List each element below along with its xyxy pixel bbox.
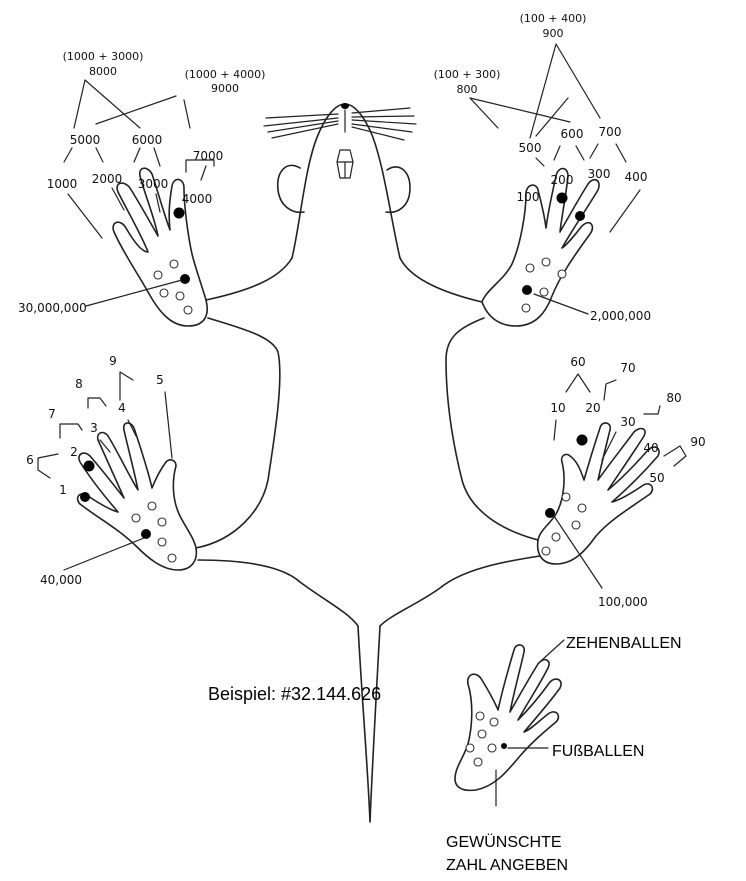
foot-pad-2000000 [522, 285, 532, 295]
ll-label-4: 4 [118, 401, 126, 415]
ll-label-3: 3 [90, 421, 98, 435]
lower-body-right [380, 556, 540, 626]
lr-label-50: 50 [649, 471, 664, 485]
legend-toe-label: ZEHENBALLEN [566, 635, 682, 652]
toe-pad-300 [575, 211, 585, 221]
tail [358, 626, 380, 822]
toe-pad-200 [557, 193, 568, 204]
ul-label-5000: 5000 [70, 133, 101, 147]
ur-label-900: 900 [543, 27, 564, 40]
incisors [337, 150, 353, 178]
mouse-head [292, 104, 400, 258]
ur-label-300: 300 [588, 167, 611, 181]
torso-right [400, 258, 538, 540]
ul-label-7000: 7000 [193, 149, 224, 163]
ur-label-700: 700 [599, 125, 622, 139]
lower-left-paw-outline [78, 423, 197, 570]
toe-pad-2 [84, 461, 95, 472]
foot-pad-100000 [545, 508, 555, 518]
legend-paw: ZEHENBALLEN FUßBALLEN GEWÜNSCHTE ZAHL AN… [446, 635, 682, 874]
ul-label-3000: 3000 [138, 177, 169, 191]
ul-sum-9000: (1000 + 4000) [185, 68, 266, 81]
legend-paw-outline [455, 645, 561, 790]
lr-label-60: 60 [570, 355, 585, 369]
ll-label-7: 7 [48, 407, 56, 421]
lower-right-paw: 60 70 10 20 30 80 40 90 50 100,000 [538, 355, 706, 609]
ll-label-9: 9 [109, 354, 117, 368]
torso-left [196, 258, 292, 548]
legend-foot-label: FUßBALLEN [552, 743, 644, 760]
ul-pad-label: 30,000,000 [18, 301, 87, 315]
foot-pad-30000000 [180, 274, 190, 284]
upper-right-paw: (100 + 400) 900 (100 + 300) 800 500 600 … [434, 12, 651, 326]
ul-label-6000: 6000 [132, 133, 163, 147]
lower-right-paw-outline [538, 423, 659, 564]
lr-label-30: 30 [620, 415, 635, 429]
ll-label-6: 6 [26, 453, 34, 467]
toe-pad-4000 [174, 208, 185, 219]
ur-label-600: 600 [561, 127, 584, 141]
toe-pad-1 [80, 492, 90, 502]
whiskers-right [352, 108, 416, 140]
lr-label-80: 80 [666, 391, 681, 405]
ur-label-200: 200 [551, 173, 574, 187]
lr-label-90: 90 [690, 435, 705, 449]
ul-label-1000: 1000 [47, 177, 78, 191]
lr-pad-label: 100,000 [598, 595, 648, 609]
ll-label-1: 1 [59, 483, 67, 497]
ur-pad-label: 2,000,000 [590, 309, 651, 323]
mouse-body [196, 103, 540, 822]
upper-right-paw-outline [482, 169, 599, 327]
lower-left-paw: 9 5 8 4 7 3 6 2 1 40,000 [26, 354, 196, 587]
toe-pad-20 [577, 435, 588, 446]
ur-sum-800: (100 + 300) [434, 68, 501, 81]
ul-label-2000: 2000 [92, 172, 123, 186]
lr-label-20: 20 [585, 401, 600, 415]
left-ear [278, 165, 304, 212]
lr-label-10: 10 [550, 401, 565, 415]
nose [341, 103, 349, 109]
ur-label-400: 400 [625, 170, 648, 184]
ur-sum-900: (100 + 400) [520, 12, 587, 25]
ll-leader-lines [38, 372, 172, 570]
ul-label-4000: 4000 [182, 192, 213, 206]
ul-label-8000: 8000 [89, 65, 117, 78]
legend-note-line1: GEWÜNSCHTE [446, 833, 562, 851]
lr-label-40: 40 [643, 441, 658, 455]
legend-note-line2: ZAHL ANGEBEN [446, 857, 568, 874]
lr-leader-lines [554, 374, 686, 588]
ll-label-8: 8 [75, 377, 83, 391]
ll-label-5: 5 [156, 373, 164, 387]
ll-label-2: 2 [70, 445, 78, 459]
upper-left-paw: (1000 + 3000) 8000 (1000 + 4000) 9000 50… [18, 50, 265, 326]
foot-pad-40000 [141, 529, 151, 539]
example-label: Beispiel: #32.144.626 [208, 684, 381, 704]
ur-label-800: 800 [457, 83, 478, 96]
lower-body-left [198, 560, 358, 626]
ll-pad-label: 40,000 [40, 573, 82, 587]
ur-label-100: 100 [517, 190, 540, 204]
lr-label-70: 70 [620, 361, 635, 375]
ul-label-9000: 9000 [211, 82, 239, 95]
ur-label-500: 500 [519, 141, 542, 155]
ul-sum-8000: (1000 + 3000) [63, 50, 144, 63]
